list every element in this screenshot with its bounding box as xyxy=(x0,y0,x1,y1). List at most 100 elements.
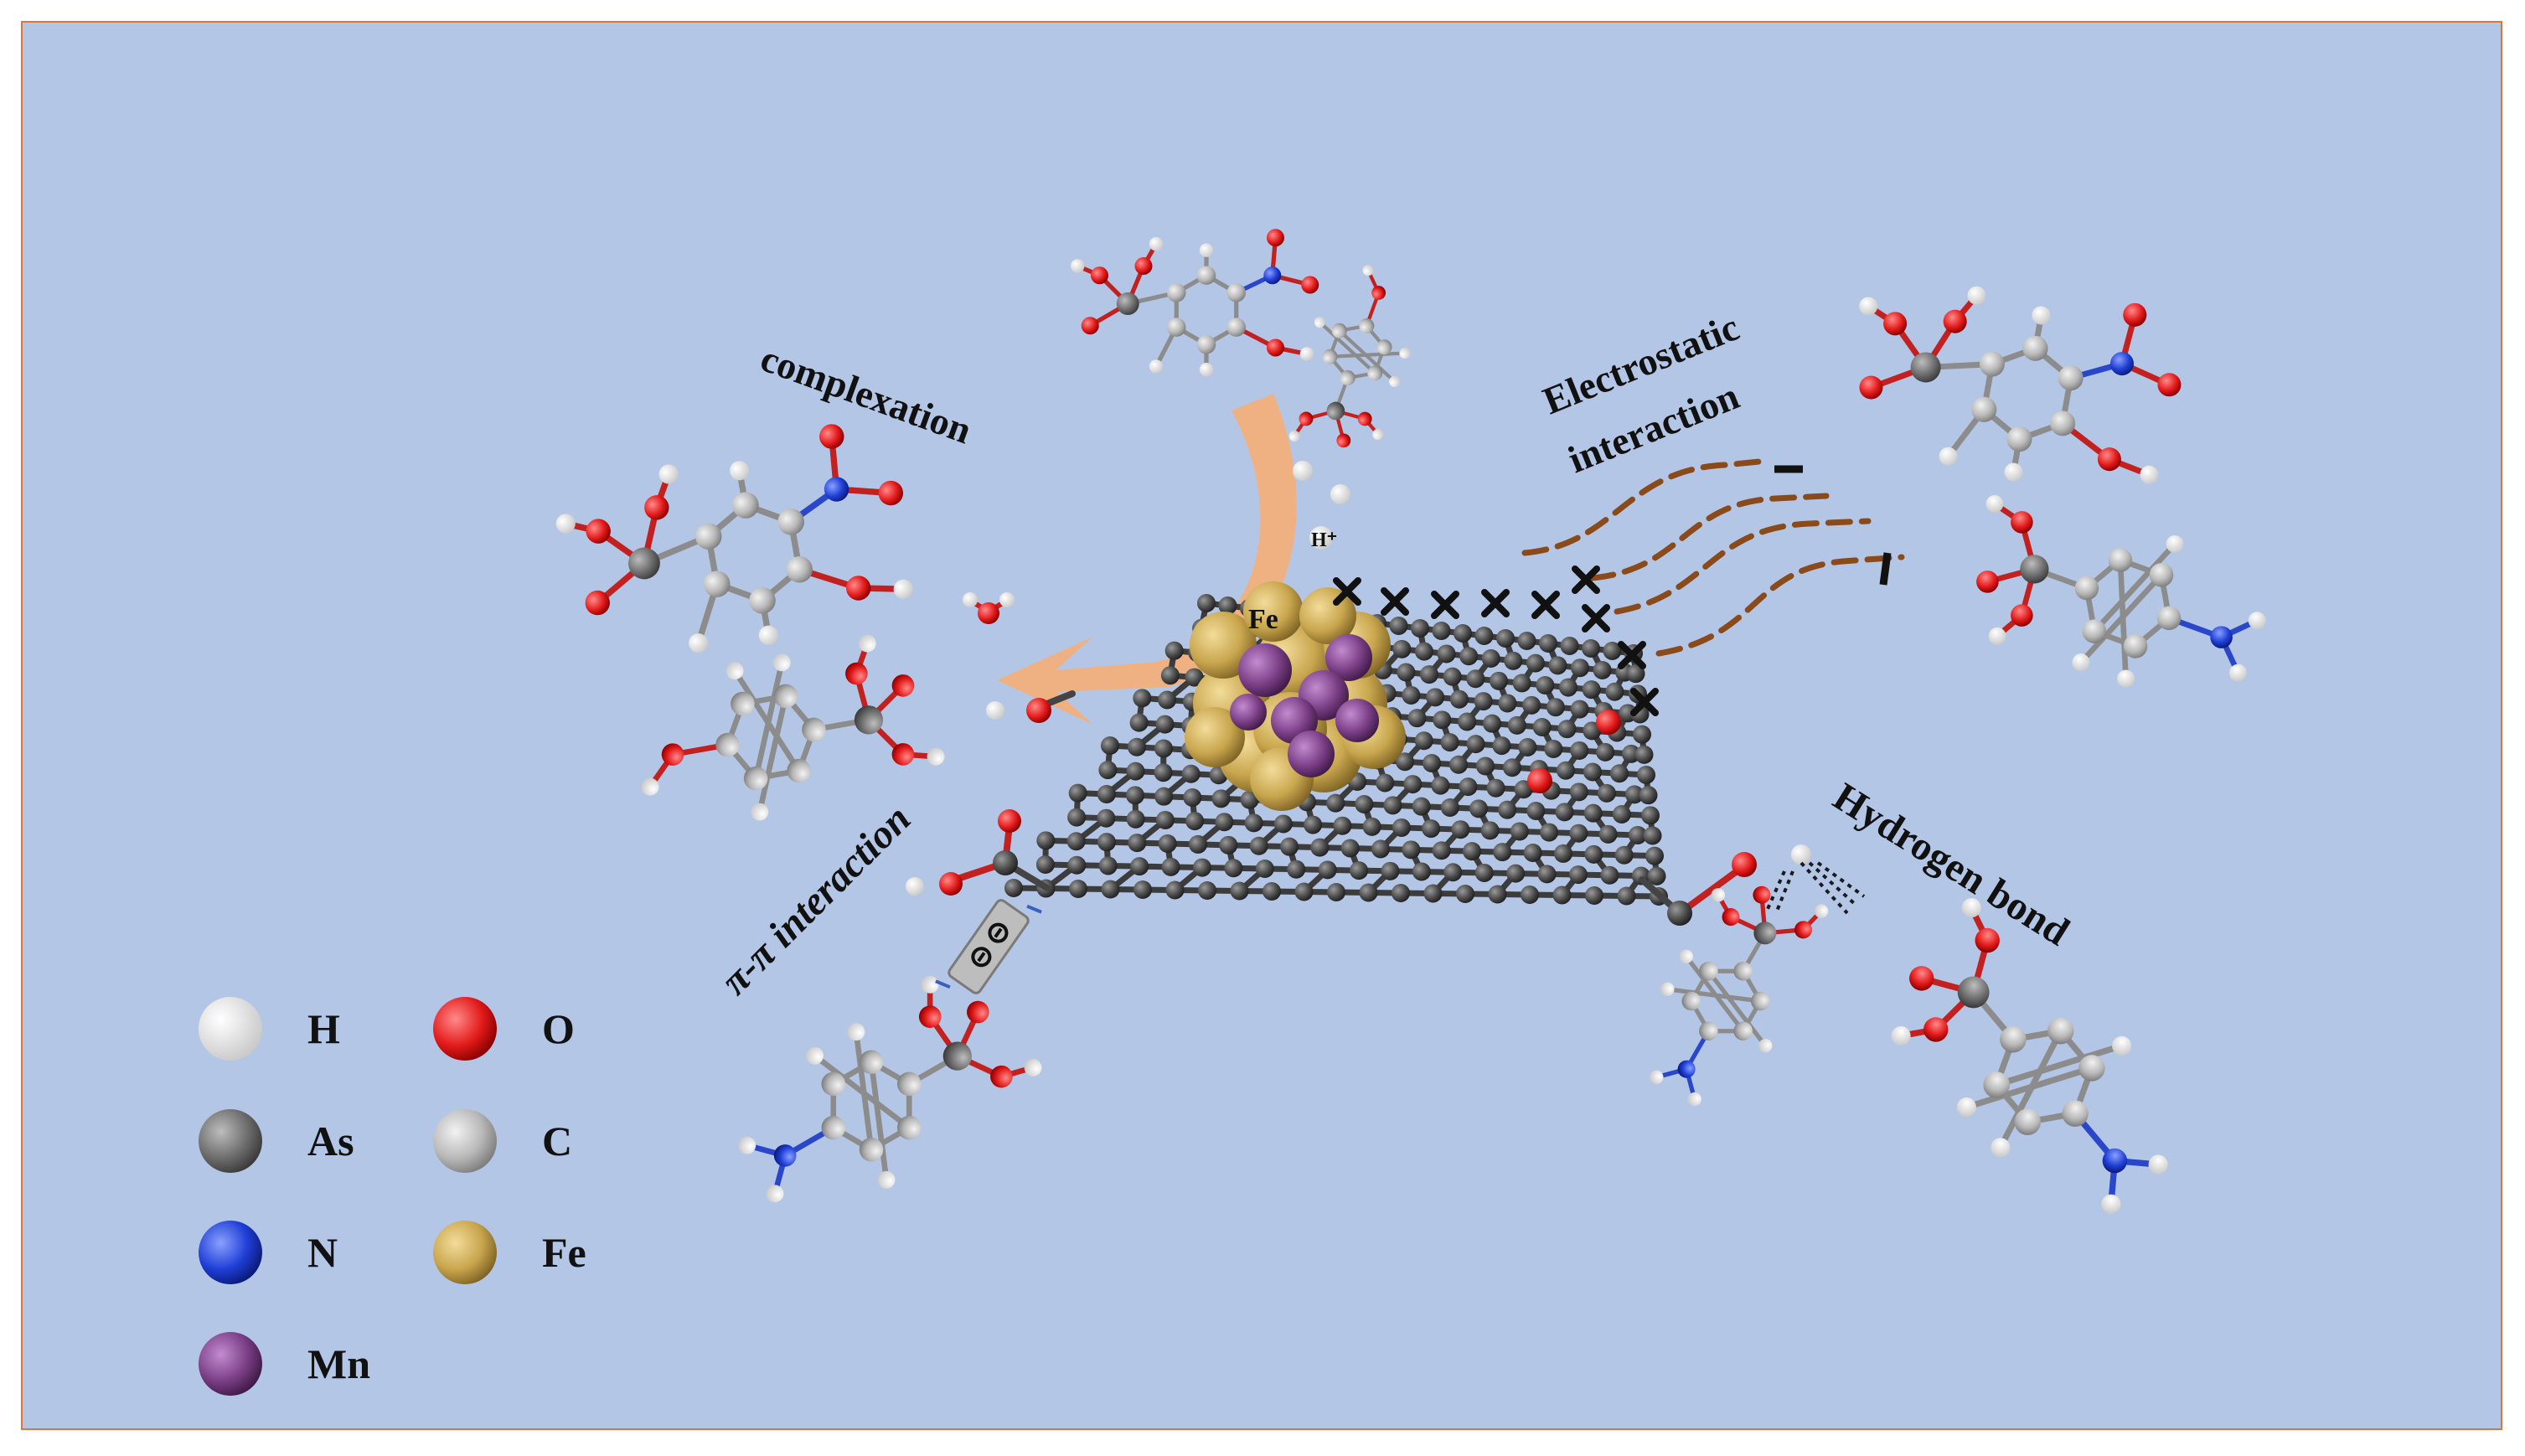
graphene-carbon-atom xyxy=(1359,883,1378,902)
graphene-carbon-atom xyxy=(1454,624,1472,643)
graphene-carbon-atom xyxy=(1440,798,1459,817)
o-atom xyxy=(891,743,915,766)
o-atom xyxy=(2011,604,2033,627)
graphene-carbon-atom xyxy=(1466,735,1485,754)
graphene-carbon-atom xyxy=(1466,669,1485,689)
legend-label: Fe xyxy=(542,1229,586,1276)
roxarsone-molecule-right xyxy=(1859,286,2182,484)
h-atom xyxy=(1988,627,2006,645)
graphene-carbon-atom xyxy=(1376,773,1395,793)
c-atom xyxy=(1699,962,1718,981)
graphene-carbon-atom xyxy=(1526,653,1545,673)
hydroxyphenylarsonic-molecule-left xyxy=(641,634,945,821)
legend-label: Mn xyxy=(307,1340,370,1387)
n-atom xyxy=(1263,266,1282,285)
graphene-carbon-atom xyxy=(1326,793,1345,813)
graphene-carbon-atom xyxy=(1219,835,1238,854)
c-atom xyxy=(2022,335,2048,361)
o-atom xyxy=(1091,266,1108,285)
h-atom xyxy=(1388,375,1401,387)
electrostatic-dashed-lines xyxy=(1521,457,1905,657)
h-atom xyxy=(806,1046,824,1065)
graphene-carbon-atom xyxy=(1605,682,1624,701)
graphene-carbon-atom xyxy=(1583,803,1603,823)
graphene-carbon-atom xyxy=(1612,805,1631,824)
arsanilic-molecule-bottom-right xyxy=(1891,898,2168,1214)
legend-label: H xyxy=(307,1005,340,1052)
h-atom xyxy=(2148,1154,2168,1175)
graphene-carbon-atom xyxy=(1492,736,1511,756)
h-atom xyxy=(1199,243,1214,257)
graphene-carbon-atom xyxy=(1569,782,1588,802)
c-atom xyxy=(2058,365,2084,391)
graphene-carbon-atom xyxy=(1249,836,1268,855)
c-atom xyxy=(777,509,804,535)
o-atom xyxy=(990,1065,1013,1088)
graphene-carbon-atom xyxy=(1440,733,1459,752)
graphene-carbon-atom xyxy=(1463,842,1481,861)
graphene-carbon-atom xyxy=(1128,834,1147,853)
graphene-carbon-atom xyxy=(1333,816,1352,835)
o-atom xyxy=(1357,411,1372,426)
graphene-carbon-atom xyxy=(1128,737,1146,756)
graphene-carbon-atom xyxy=(1340,839,1360,858)
o-atom xyxy=(2157,373,2182,397)
graphene-carbon-atom xyxy=(1537,865,1557,884)
o-atom xyxy=(891,674,915,697)
graphene-carbon-atom xyxy=(1552,885,1572,905)
o-atom xyxy=(918,1005,942,1028)
graphene-carbon-atom xyxy=(1641,806,1660,825)
graphene-carbon-atom xyxy=(1584,844,1603,864)
c-atom xyxy=(1733,962,1753,981)
graphene-carbon-atom xyxy=(1459,647,1479,666)
fe-label: Fe xyxy=(1248,604,1278,635)
graphene-carbon-atom xyxy=(1647,866,1666,885)
graphene-carbon-atom xyxy=(1211,789,1231,808)
c-atom xyxy=(2078,1055,2105,1082)
c-atom xyxy=(2074,576,2099,601)
roxarsone-molecule-top xyxy=(1071,229,1319,377)
o-atom xyxy=(1081,317,1099,335)
graphene-carbon-atom xyxy=(1164,641,1184,660)
h-atom xyxy=(1024,1058,1042,1077)
o-atom xyxy=(1909,966,1934,991)
legend-swatch xyxy=(199,1109,262,1173)
h-atom xyxy=(689,633,709,653)
c-atom xyxy=(1983,1071,2010,1098)
n-atom xyxy=(773,1144,797,1167)
graphene-carbon-atom xyxy=(1158,690,1177,710)
h-atom xyxy=(751,803,769,821)
h-atom xyxy=(2140,465,2159,484)
graphene-carbon-atom xyxy=(1126,786,1144,805)
graphene-carbon-atom xyxy=(1560,637,1579,655)
graphene-carbon-atom xyxy=(1129,713,1149,732)
graphene-carbon-atom xyxy=(1318,860,1337,880)
graphene-carbon-atom xyxy=(1451,820,1470,839)
o-atom xyxy=(1026,698,1051,723)
c-atom xyxy=(2108,548,2133,572)
graphene-carbon-atom xyxy=(1287,860,1306,879)
graphene-carbon-atom xyxy=(1633,725,1651,744)
h-atom xyxy=(986,701,1004,720)
graphene-carbon-atom xyxy=(1490,671,1508,690)
h-atom xyxy=(1891,1025,1911,1046)
o-atom xyxy=(1976,571,1999,593)
graphene-carbon-atom xyxy=(1593,660,1612,679)
h-atom xyxy=(730,461,750,481)
graphene-carbon-atom xyxy=(1412,797,1431,816)
graphene-carbon-atom xyxy=(1486,778,1505,798)
graphene-carbon-atom xyxy=(1133,880,1152,899)
h-atom xyxy=(1314,317,1326,328)
o-atom xyxy=(845,662,868,685)
graphene-carbon-atom xyxy=(1350,861,1369,880)
c-atom xyxy=(896,1071,922,1097)
graphene-carbon-atom xyxy=(1443,863,1463,882)
legend-item-o: O xyxy=(433,997,575,1061)
graphene-carbon-atom xyxy=(1396,752,1414,772)
c-atom xyxy=(1167,283,1186,302)
h-atom xyxy=(738,1136,756,1154)
graphene-carbon-atom xyxy=(1481,649,1500,669)
legend-label: O xyxy=(542,1005,575,1052)
graphene-carbon-atom xyxy=(1548,656,1567,675)
graphene-carbon-atom xyxy=(1154,739,1173,758)
